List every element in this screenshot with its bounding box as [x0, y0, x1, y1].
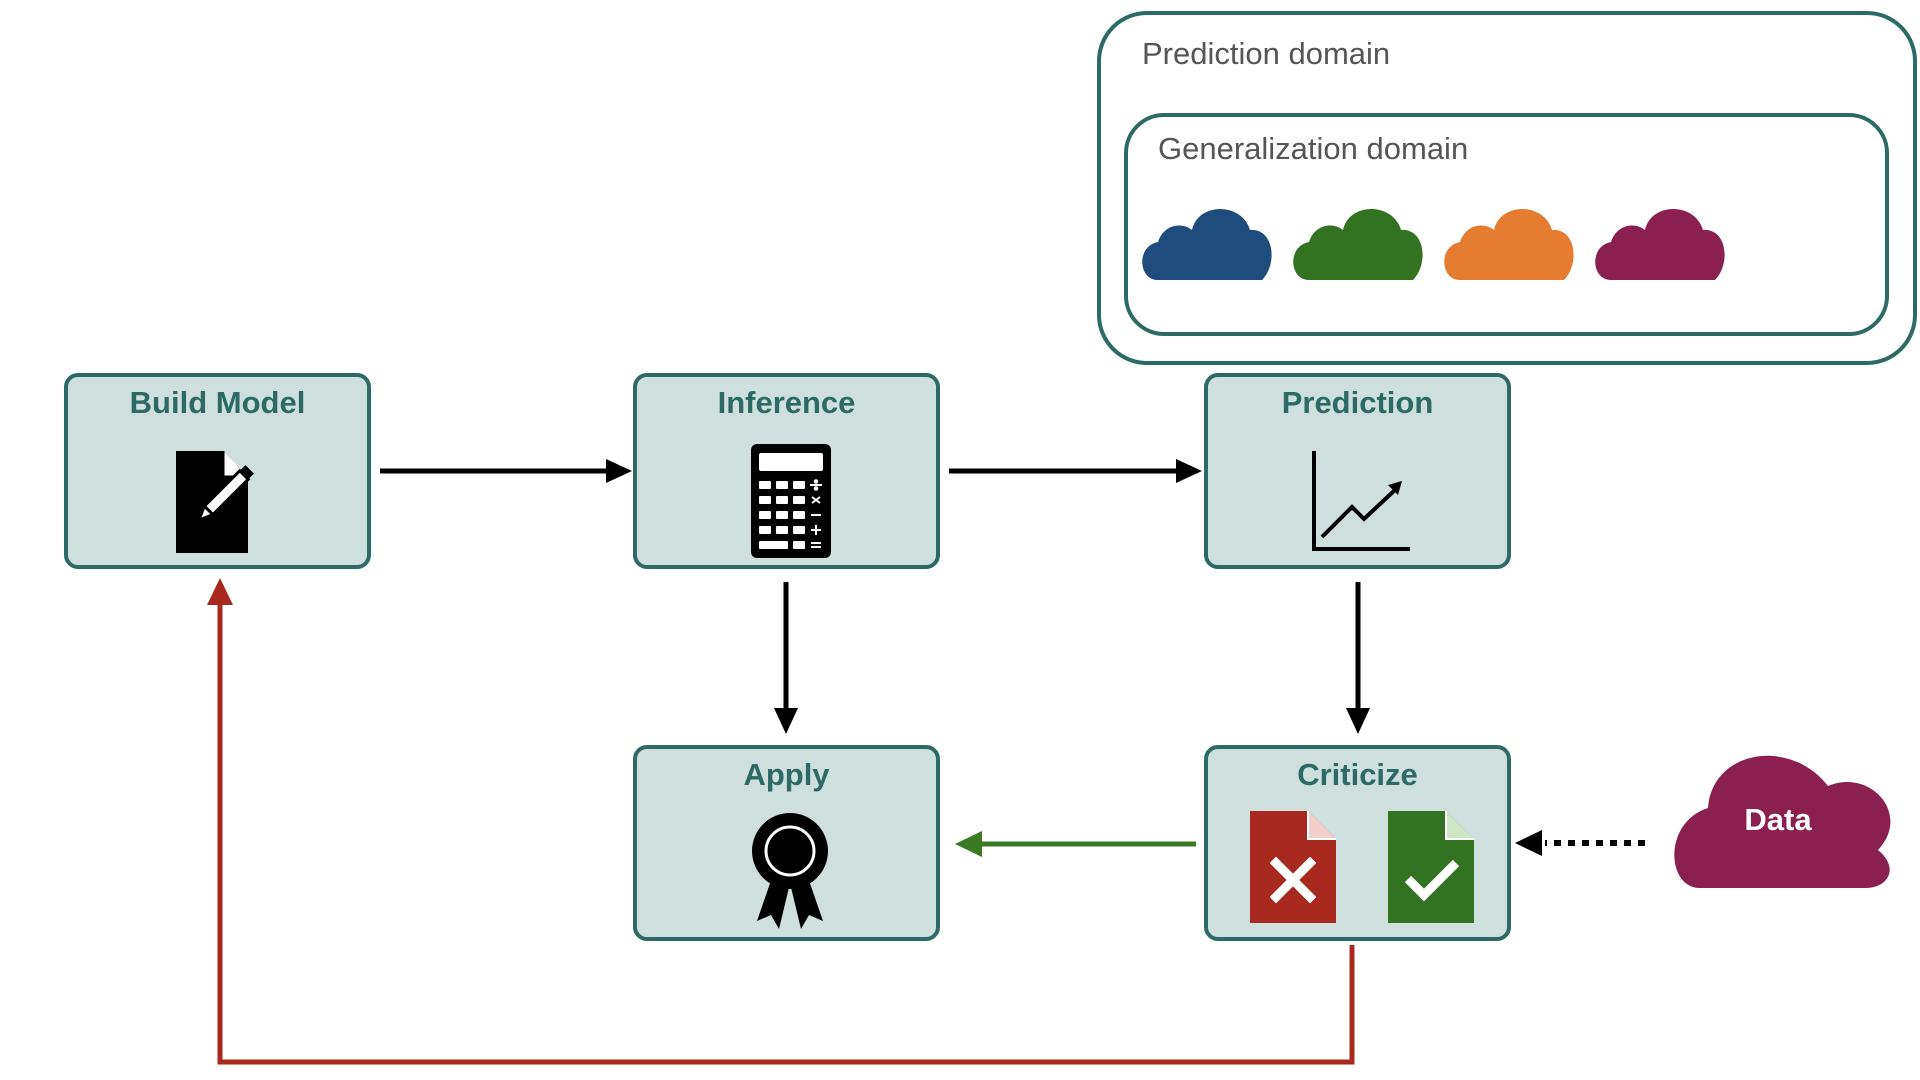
- build-model-title: Build Model: [129, 385, 306, 420]
- document-pencil-icon: [176, 451, 254, 553]
- apply-title: Apply: [743, 757, 830, 792]
- prediction-node[interactable]: Prediction: [1204, 373, 1511, 569]
- edge-criticize-to-build-model: [207, 578, 1355, 1065]
- data-cloud-icon[interactable]: [1674, 755, 1891, 888]
- inference-title: Inference: [717, 385, 856, 420]
- generalization-domain-label: Generalization domain: [1158, 131, 1469, 166]
- calculator-icon: [751, 444, 831, 558]
- build-model-node[interactable]: Build Model: [64, 373, 371, 569]
- criticize-title: Criticize: [1297, 757, 1418, 792]
- prediction-title: Prediction: [1281, 385, 1434, 420]
- data-label: Data: [1744, 802, 1812, 837]
- edge-data-to-criticize: [1515, 830, 1645, 856]
- edge-criticize-to-apply: [955, 831, 1196, 857]
- reject-document-icon: [1250, 811, 1336, 923]
- award-ribbon-icon: [752, 813, 828, 929]
- inference-node[interactable]: Inference: [633, 373, 940, 569]
- edge-inference-to-prediction: [949, 459, 1202, 483]
- line-chart-icon: [1312, 451, 1410, 551]
- criticize-node[interactable]: Criticize: [1204, 745, 1511, 941]
- prediction-domain-label: Prediction domain: [1142, 36, 1391, 71]
- edge-build-to-inference: [380, 459, 632, 483]
- accept-document-icon: [1388, 811, 1474, 923]
- edge-prediction-to-criticize: [1346, 582, 1370, 734]
- apply-node[interactable]: Apply: [633, 745, 940, 941]
- edge-inference-to-apply: [774, 582, 798, 734]
